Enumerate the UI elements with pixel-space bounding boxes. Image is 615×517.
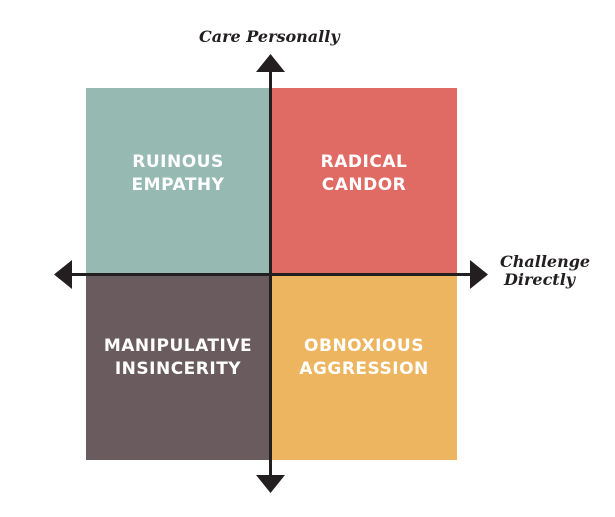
- quadrant-label: RUINOUS EMPATHY: [132, 151, 225, 197]
- quadrant-label: MANIPULATIVE INSINCERITY: [104, 335, 252, 381]
- arrow-up-icon: [256, 54, 285, 72]
- arrow-right-icon: [470, 260, 488, 289]
- quadrant-radical-candor: RADICAL CANDOR: [271, 88, 457, 274]
- x-axis-label-line1: Challenge: [500, 252, 591, 271]
- quadrant-label: RADICAL CANDOR: [321, 151, 408, 197]
- quadrant-label-line1: OBNOXIOUS: [304, 335, 424, 356]
- quadrant-label-line2: INSINCERITY: [114, 358, 242, 379]
- quadrant-label-line2: AGGRESSION: [299, 358, 429, 379]
- x-axis-label: Challenge Directly: [500, 253, 590, 289]
- arrow-left-icon: [54, 260, 72, 289]
- quadrant-label-line2: EMPATHY: [131, 175, 225, 195]
- quadrant-ruinous-empathy: RUINOUS EMPATHY: [86, 88, 270, 274]
- quadrant-label-line1: MANIPULATIVE: [103, 335, 253, 356]
- quadrant-label: OBNOXIOUS AGGRESSION: [299, 335, 429, 381]
- arrow-down-icon: [256, 475, 285, 493]
- quadrant-obnoxious-aggression: OBNOXIOUS AGGRESSION: [271, 275, 457, 460]
- quadrant-manipulative-insincerity: MANIPULATIVE INSINCERITY: [86, 275, 270, 460]
- quadrant-label-line2: CANDOR: [321, 175, 407, 195]
- quadrant-label-line1: RADICAL: [320, 152, 408, 172]
- x-axis-label-line2: Directly: [504, 270, 576, 289]
- quadrant-label-line1: RUINOUS: [132, 152, 224, 172]
- y-axis-label: Care Personally: [199, 27, 340, 46]
